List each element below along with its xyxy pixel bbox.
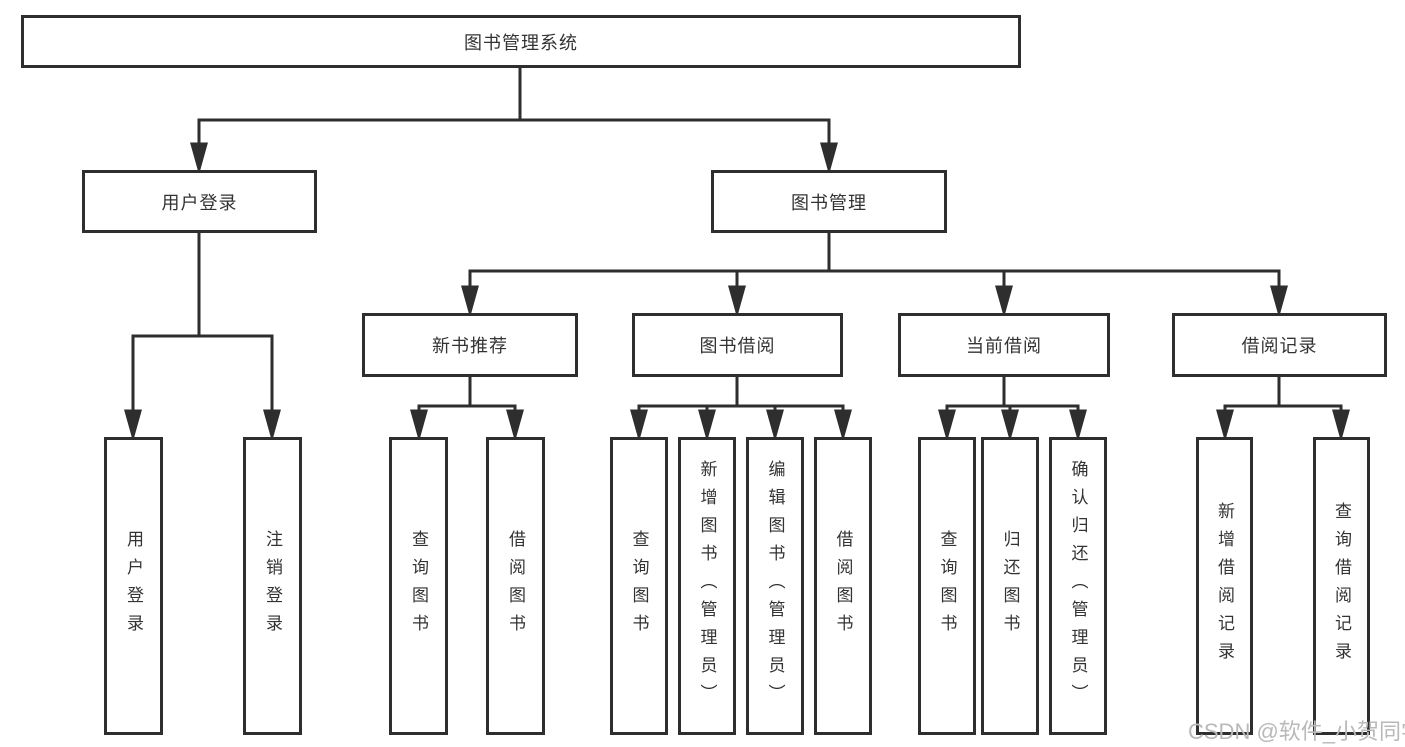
arrowhead: [938, 409, 956, 442]
leaf-edit-book-admin-label: 编辑图书（管理员）: [765, 460, 785, 712]
arrowhead: [698, 409, 716, 442]
arrowhead: [190, 142, 208, 175]
arrowhead: [834, 409, 852, 442]
connector-book-management-to-level3: [461, 233, 1288, 318]
leaf-query-books-1-label: 查询图书: [409, 530, 428, 642]
arrowhead: [1332, 409, 1350, 442]
connector-new-book-recommend-to-leaves: [410, 377, 524, 442]
arrowhead: [410, 409, 428, 442]
leaf-edit-book-admin: 编辑图书（管理员）: [746, 437, 804, 735]
arrowhead: [1216, 409, 1234, 442]
watermark: CSDN @软件_小贺同学: [1188, 719, 1405, 744]
arrowhead: [506, 409, 524, 442]
leaf-logout-label: 注销登录: [263, 530, 282, 642]
arrowhead: [995, 285, 1013, 318]
leaf-query-books-3: 查询图书: [918, 437, 976, 735]
leaf-confirm-return-admin: 确认归还（管理员）: [1049, 437, 1107, 735]
leaf-confirm-return-admin-label: 确认归还（管理员）: [1068, 460, 1088, 712]
connector-borrow-records-to-leaves: [1216, 377, 1350, 442]
node-book-management: 图书管理: [711, 170, 947, 233]
arrowhead: [820, 142, 838, 175]
connector-user-login-to-leaves: [124, 233, 281, 442]
arrowhead: [766, 409, 784, 442]
arrowhead: [1001, 409, 1019, 442]
node-borrow-records-label: 借阅记录: [1241, 336, 1318, 356]
leaf-logout: 注销登录: [243, 437, 302, 735]
leaf-user-login: 用户登录: [104, 437, 163, 735]
node-user-login: 用户登录: [82, 170, 317, 233]
arrowhead: [728, 285, 746, 318]
leaf-query-books-1: 查询图书: [389, 437, 448, 735]
arrowhead: [461, 285, 479, 318]
node-root: 图书管理系统: [21, 15, 1021, 68]
leaf-add-book-admin-label: 新增图书（管理员）: [697, 460, 717, 712]
arrowhead: [630, 409, 648, 442]
arrowhead: [124, 409, 142, 442]
leaf-add-borrow-record-label: 新增借阅记录: [1215, 502, 1234, 670]
leaf-return-books: 归还图书: [981, 437, 1039, 735]
connector-current-borrow-to-leaves: [938, 377, 1087, 442]
arrowhead: [1069, 409, 1087, 442]
node-book-borrow: 图书借阅: [632, 313, 843, 377]
connector-book-borrow-to-leaves: [630, 377, 852, 442]
leaf-query-borrow-record: 查询借阅记录: [1313, 437, 1370, 735]
node-root-label: 图书管理系统: [464, 32, 578, 53]
node-current-borrow: 当前借阅: [898, 313, 1110, 377]
leaf-query-borrow-record-label: 查询借阅记录: [1332, 502, 1351, 670]
leaf-borrow-books-2: 借阅图书: [814, 437, 872, 735]
arrowhead: [263, 409, 281, 442]
node-book-management-label: 图书管理: [791, 192, 867, 213]
node-user-login-label: 用户登录: [161, 192, 238, 213]
node-borrow-records: 借阅记录: [1172, 313, 1387, 377]
connector-root-to-level2: [190, 68, 838, 175]
node-new-book-recommend: 新书推荐: [362, 313, 578, 377]
leaf-add-borrow-record: 新增借阅记录: [1196, 437, 1253, 735]
node-book-borrow-label: 图书借阅: [699, 336, 776, 356]
leaf-borrow-books-1-label: 借阅图书: [506, 530, 525, 642]
leaf-return-books-label: 归还图书: [1000, 530, 1020, 642]
leaf-query-books-2-label: 查询图书: [629, 530, 649, 642]
arrowhead: [1270, 285, 1288, 318]
leaf-add-book-admin: 新增图书（管理员）: [678, 437, 736, 735]
node-new-book-recommend-label: 新书推荐: [432, 336, 508, 356]
node-current-borrow-label: 当前借阅: [966, 336, 1042, 356]
leaf-query-books-2: 查询图书: [610, 437, 668, 735]
leaf-user-login-label: 用户登录: [124, 530, 143, 642]
leaf-query-books-3-label: 查询图书: [937, 530, 957, 642]
leaf-borrow-books-2-label: 借阅图书: [833, 530, 853, 642]
leaf-borrow-books-1: 借阅图书: [486, 437, 545, 735]
